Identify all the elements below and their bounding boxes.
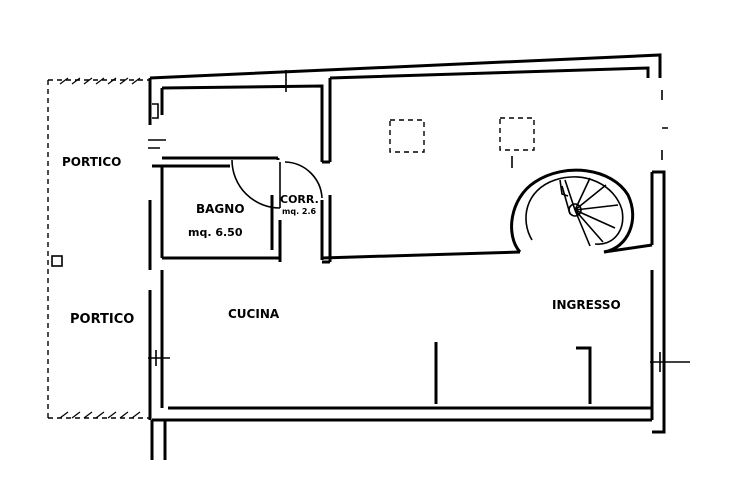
label-corr-area: mq. 2.6 bbox=[282, 207, 316, 216]
label-portico-bottom: PORTICO bbox=[70, 312, 134, 327]
label-cucina: CUCINA bbox=[228, 307, 280, 321]
spiral-staircase bbox=[510, 168, 653, 254]
outer-walls bbox=[148, 53, 666, 460]
label-corr: CORR. bbox=[280, 193, 319, 206]
label-ingresso: INGRESSO bbox=[552, 298, 621, 312]
corridor-walls bbox=[230, 156, 332, 262]
label-bagno-area: mq. 6.50 bbox=[188, 226, 243, 239]
label-bagno: BAGNO bbox=[196, 202, 245, 216]
skylights bbox=[389, 117, 535, 168]
bagno-walls bbox=[152, 156, 282, 262]
partitions bbox=[160, 290, 592, 404]
portico-outline bbox=[47, 77, 150, 419]
upper-room-walls bbox=[321, 78, 521, 264]
label-portico-top: PORTICO bbox=[62, 155, 121, 169]
reference-marks bbox=[148, 70, 690, 372]
